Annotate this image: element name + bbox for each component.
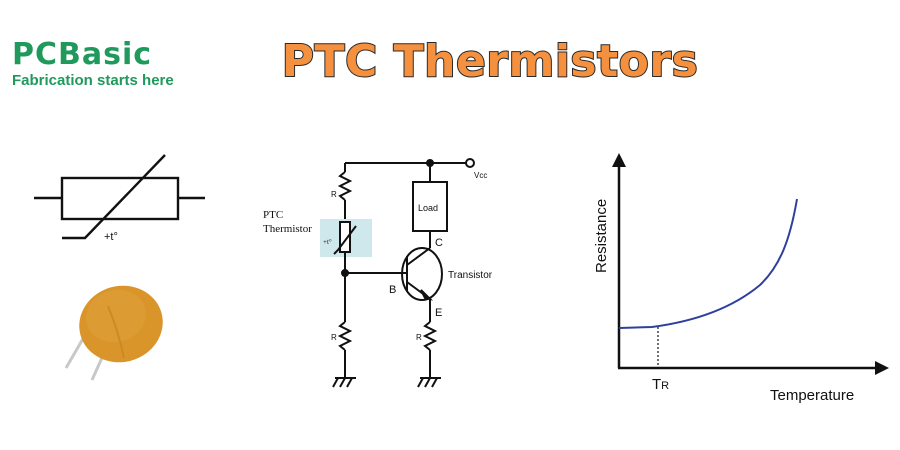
page-title: PTC Thermistors [281,35,699,88]
brand-wordmark: PCBasic [12,37,153,72]
symbol-label: +t° [104,231,118,243]
thermistor-label-line2: Thermistor [263,223,312,235]
collector-label: C [435,237,443,249]
load-label: Load [418,203,438,213]
resistor-bottom-right-label: R [416,333,422,342]
resistor-top-label: R [331,190,337,199]
y-axis-arrow-icon [612,153,626,167]
tr-label: TR [652,376,669,393]
thermistor-symbol-icon [34,154,205,240]
x-axis-arrow-icon [875,361,889,375]
resistance-curve [618,198,798,329]
resistance-temperature-chart: TR Temperature Resistance [593,153,889,404]
brand-logo: PCBasic Fabrication starts here [12,37,192,90]
transistor-label: Transistor [448,270,493,281]
thermistor-symbol-label: +t° [323,238,332,246]
resistor-bottom-left-label: R [331,333,337,342]
brand-tagline: Fabrication starts here [12,72,174,89]
vcc-label: Vcc [474,171,487,180]
ptc-component-photo [64,285,163,381]
page-title-wrap: PTC Thermistors [0,35,900,88]
emitter-label: E [435,307,442,319]
base-label: B [389,284,396,296]
thermistor-label-line1: PTC [263,209,283,221]
ptc-circuit-diagram [337,158,475,220]
x-axis-label: Temperature [770,387,854,404]
y-axis-label: Resistance [593,199,610,273]
